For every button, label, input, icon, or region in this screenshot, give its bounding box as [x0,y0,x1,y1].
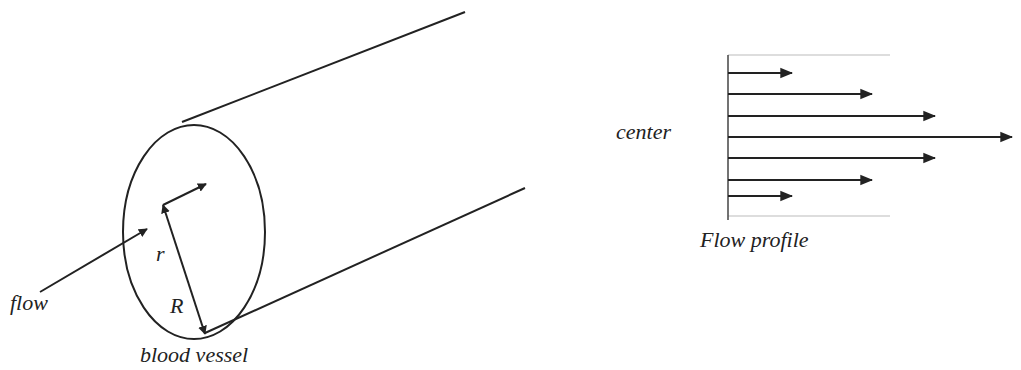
radius-arrow [163,184,206,205]
vessel-wall [182,12,465,122]
vessel-wall [205,188,525,333]
vessel-label: blood vessel [140,344,248,366]
guide-line [728,216,890,217]
flow-arrow [40,229,147,292]
radius-label: r [156,243,165,265]
velocity-arrow [728,179,872,181]
center-label: center [616,121,671,143]
profile-label: Flow profile [700,229,809,251]
flow-label: flow [10,292,48,314]
vessel-opening [123,125,265,339]
velocity-arrow [728,72,792,74]
velocity-arrow [728,93,872,95]
flow-profile [728,55,1012,220]
guide-line [728,55,890,56]
velocity-arrow [728,115,935,117]
vessel-radius-arrow [163,205,205,334]
velocity-arrow [728,195,792,197]
velocity-arrow [728,157,935,159]
velocity-arrow [728,136,1012,138]
radius-label: R [170,295,183,317]
